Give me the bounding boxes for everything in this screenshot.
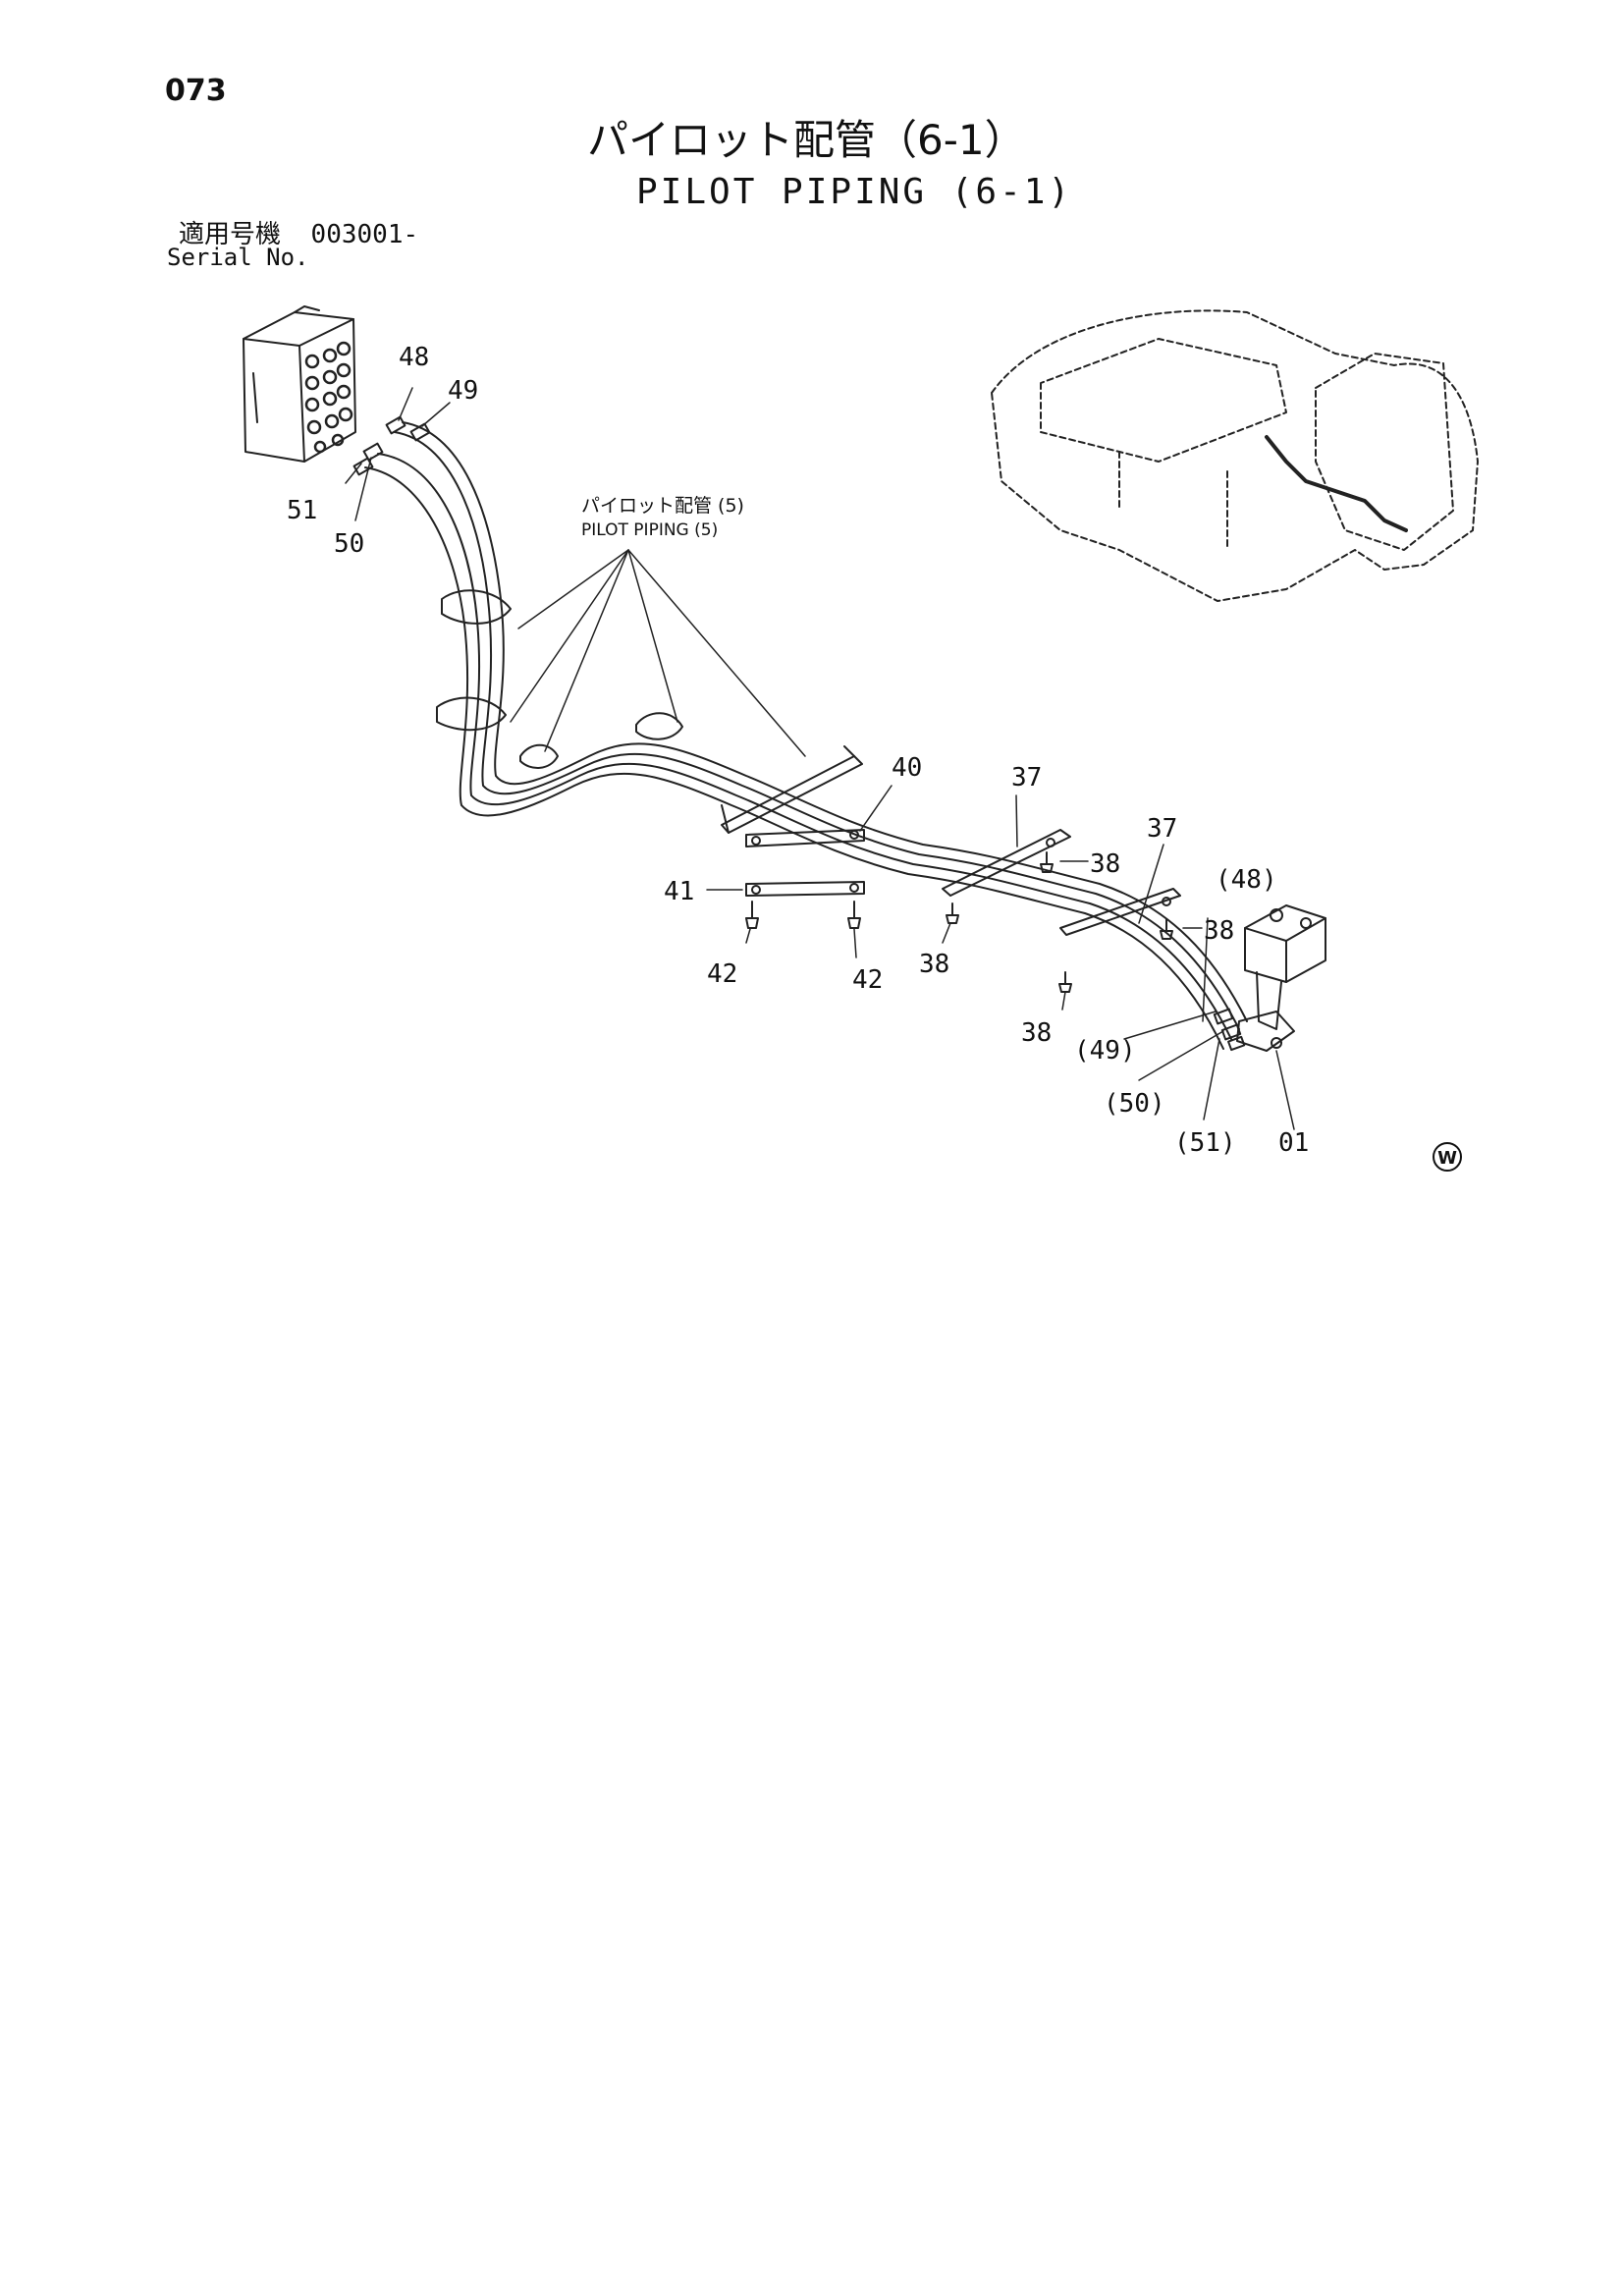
serial-value: 003001- xyxy=(310,220,419,249)
control-valve-block xyxy=(243,305,356,463)
bolt-part-42 xyxy=(745,901,861,929)
plate-part-40 xyxy=(745,829,865,847)
excavator-pilot-line-highlight xyxy=(1265,435,1408,532)
part-label: 38 xyxy=(1090,849,1120,879)
reference-leader-lines xyxy=(510,549,806,757)
reference-label-japanese: パイロット配管 (5) xyxy=(581,495,744,517)
part-label: 38 xyxy=(919,950,949,979)
bolt-part-38 xyxy=(946,851,1173,993)
serial-label-japanese: 適用号機 xyxy=(179,220,282,249)
hose-end-fittings xyxy=(1213,1008,1246,1052)
part-label: (50) xyxy=(1104,1089,1165,1119)
plate-part-41 xyxy=(745,881,865,897)
part-label: 42 xyxy=(852,965,883,995)
part-label: (49) xyxy=(1074,1036,1136,1066)
part-label: 42 xyxy=(707,959,737,989)
part-label: 40 xyxy=(892,753,922,783)
serial-line-japanese: 適用号機 003001- xyxy=(179,222,418,247)
page-title-japanese: パイロット配管（6-1） xyxy=(587,116,1026,164)
part-label: (48) xyxy=(1216,865,1277,895)
bracket-part-37 xyxy=(942,829,1181,936)
page-title-english: PILOT PIPING (6-1) xyxy=(636,172,1073,212)
part-label: 38 xyxy=(1021,1018,1052,1048)
circled-mark: W xyxy=(1433,1142,1462,1172)
part-label: 38 xyxy=(1204,916,1234,946)
serial-label-english: Serial No. xyxy=(167,244,309,271)
circled-mark-letter: W xyxy=(1437,1148,1457,1169)
part-label: 50 xyxy=(334,529,364,559)
pilot-valve-assembly xyxy=(1236,904,1326,1052)
hose-clamps xyxy=(436,589,683,769)
excavator-outline xyxy=(991,309,1479,602)
part-label: 51 xyxy=(287,496,317,525)
part-label: 48 xyxy=(399,343,429,372)
part-label: 49 xyxy=(448,376,478,406)
support-bracket-upper xyxy=(721,745,863,834)
part-label: 01 xyxy=(1278,1128,1309,1158)
pilot-hose-bundle xyxy=(364,421,1248,1050)
part-number-labels: 48 49 51 50 40 37 37 38 38 41 42 42 38 (… xyxy=(287,343,1309,1158)
page-number: 073 xyxy=(165,74,227,108)
reference-label-english: PILOT PIPING (5) xyxy=(581,520,719,540)
part-leader-lines xyxy=(345,387,1295,1130)
part-label: 41 xyxy=(664,877,694,906)
part-label: 37 xyxy=(1011,763,1042,793)
part-label: (51) xyxy=(1174,1128,1236,1158)
part-label: 37 xyxy=(1147,814,1177,844)
